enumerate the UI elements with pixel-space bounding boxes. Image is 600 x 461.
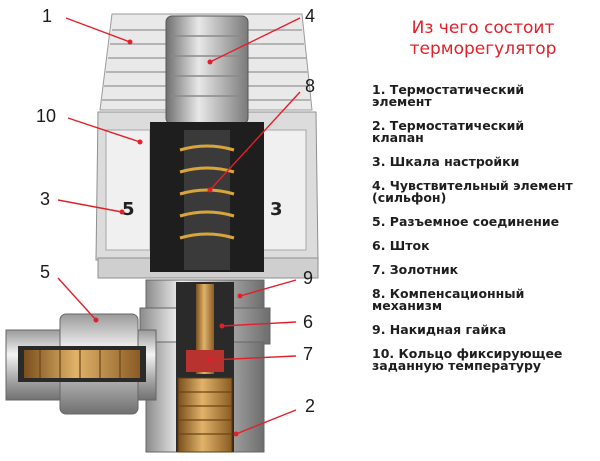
- callout-4: 4: [305, 6, 315, 26]
- legend-item-sublabel: механизм: [372, 298, 443, 313]
- callout-5: 5: [40, 262, 50, 282]
- legend: Из чего состоит терморегулятор 1. Термос…: [372, 18, 594, 384]
- callout-6: 6: [303, 312, 313, 332]
- legend-item-label: 2. Термостатический: [372, 118, 525, 133]
- title-line-2: терморегулятор: [409, 39, 557, 59]
- legend-item-label: 1. Термостатический: [372, 82, 525, 97]
- bellows-cutaway: [150, 15, 264, 272]
- callout-arrows: [57, 17, 301, 435]
- legend-item-label: 5. Разъемное соединение: [372, 214, 560, 229]
- title-line-1: Из чего состоит: [411, 18, 555, 38]
- legend-item-sublabel: заданную температуру: [372, 358, 542, 373]
- legend-item-sublabel: клапан: [372, 130, 424, 145]
- legend-item-label: 9. Накидная гайка: [372, 322, 507, 337]
- legend-item-9: 9. Накидная гайка: [372, 322, 594, 337]
- callout-1: 1: [42, 6, 52, 26]
- legend-item-sublabel: элемент: [372, 94, 432, 109]
- scale-digit-left: 5: [122, 199, 135, 220]
- legend-item-label: 4. Чувствительный элемент: [372, 178, 573, 193]
- callout-10: 10: [36, 106, 56, 126]
- legend-item-7: 7. Золотник: [372, 262, 594, 277]
- callout-9: 9: [303, 268, 313, 288]
- callout-2: 2: [305, 396, 315, 416]
- legend-item-3: 3. Шкала настройки: [372, 154, 594, 169]
- callout-arrowheads: [93, 39, 243, 437]
- legend-item-label: 6. Шток: [372, 238, 430, 253]
- callout-3: 3: [40, 189, 50, 209]
- callout-8: 8: [305, 76, 315, 96]
- legend-item-label: 10. Кольцо фиксирующее: [372, 346, 563, 361]
- legend-item-label: 7. Золотник: [372, 262, 459, 277]
- legend-item-label: 8. Компенсационный: [372, 286, 525, 301]
- legend-item-sublabel: (сильфон): [372, 190, 447, 205]
- legend-item-5: 5. Разъемное соединение: [372, 214, 594, 229]
- scale-digit-right: 3: [270, 199, 283, 220]
- legend-title: Из чего состоит терморегулятор: [372, 18, 594, 60]
- valve-body: [5, 279, 271, 453]
- legend-item-label: 3. Шкала настройки: [372, 154, 520, 169]
- legend-item-6: 6. Шток: [372, 238, 594, 253]
- callout-7: 7: [303, 344, 313, 364]
- legend-item-4: 4. Чувствительный элемент(сильфон): [372, 178, 594, 205]
